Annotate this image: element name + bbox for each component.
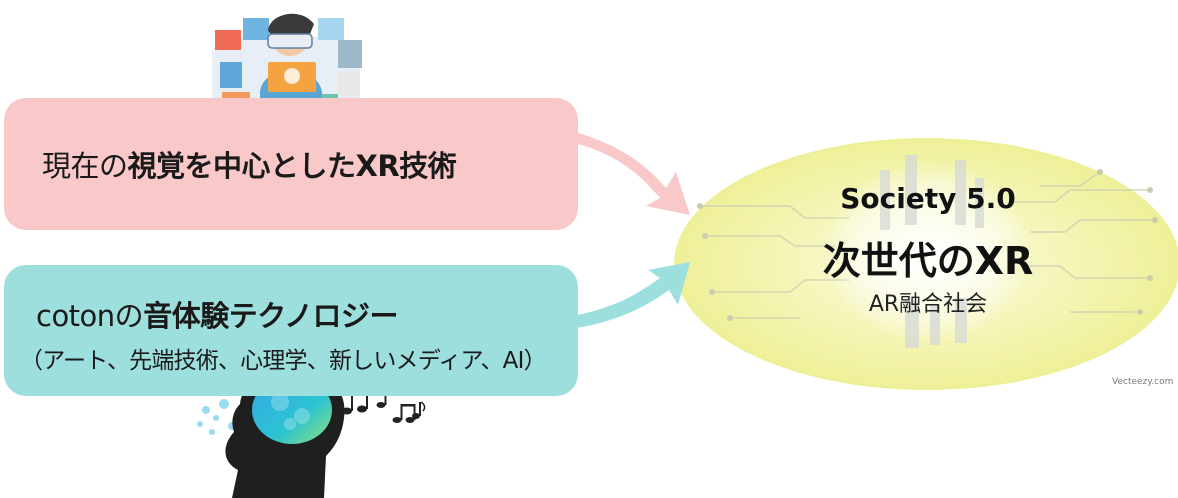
circuit-lines-icon [700,171,1155,319]
coton-sound-detail: （アート、先端技術、心理学、新しいメディア、AI） [20,348,547,374]
next-gen-xr-heading: 次世代のXR [822,239,1034,283]
coton-sound-box [4,265,578,396]
image-credit: Vecteezy.com [1112,377,1174,387]
coton-sound-emphasis: 音体験テクノロジー [143,299,398,333]
teal-arrow-icon [560,262,690,330]
circuit-nodes-icon [697,169,1158,321]
ar-society-subtitle: AR融合社会 [868,292,988,317]
society-title: Society 5.0 [840,182,1016,215]
current-xr-emphasis: 視覚を中心としたXR技術 [127,149,457,183]
coton-sound-text: cotonの音体験テクノロジー [36,293,398,335]
pink-arrow-icon [560,128,690,215]
current-xr-box [4,98,578,230]
current-xr-prefix: 現在の [42,149,128,183]
city-buildings-icon [880,155,984,348]
society-ellipse [674,138,1178,390]
coton-sound-prefix: cotonの [36,299,144,333]
current-xr-text: 現在の視覚を中心としたXR技術 [42,143,457,185]
